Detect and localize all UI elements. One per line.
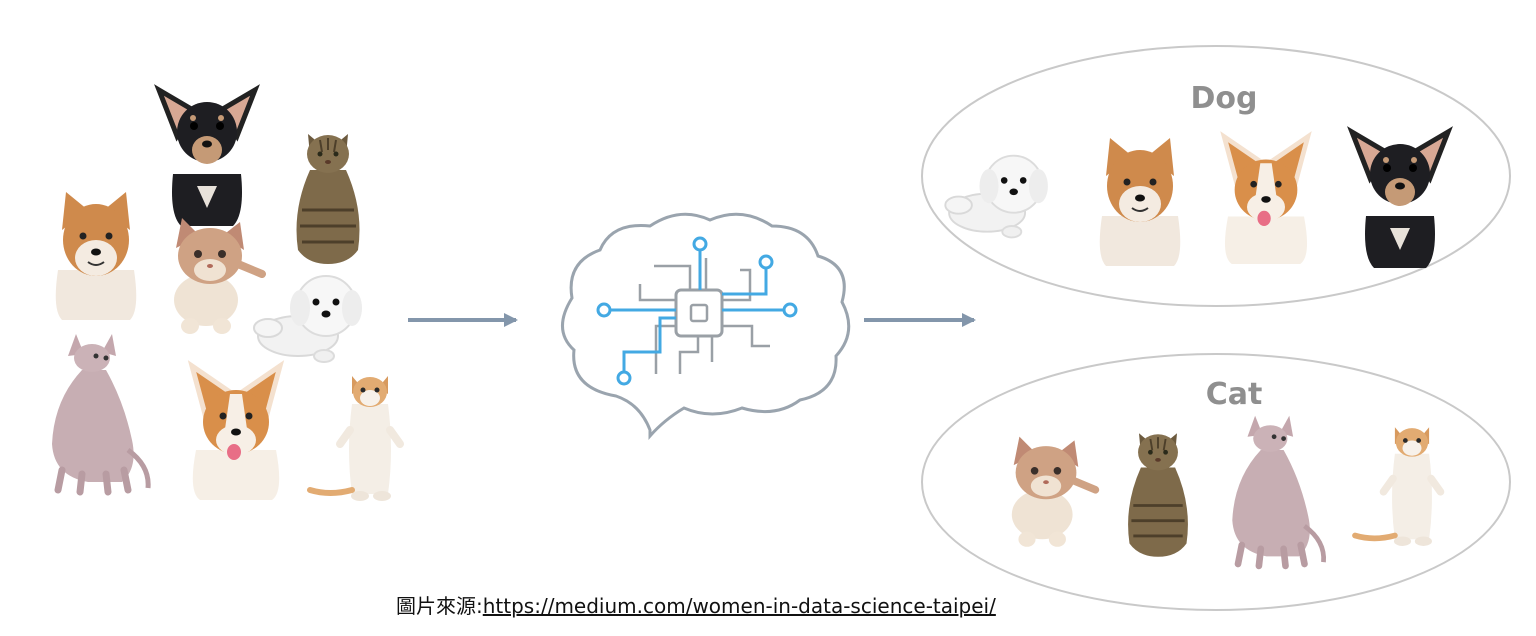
sphynx-cat-image: [1232, 416, 1323, 566]
source-link[interactable]: https://medium.com/women-in-data-science…: [482, 594, 996, 618]
tan-kitten-image: [174, 218, 262, 334]
chihuahua-image: [159, 90, 255, 226]
dog-cluster-label: Dog: [1191, 81, 1258, 116]
source-prefix: 圖片來源:: [396, 594, 483, 618]
maltese-dog-image: [253, 275, 363, 363]
tabby-cat-image: [1126, 431, 1190, 559]
orange-white-kitten-image: [1355, 427, 1441, 546]
orange-white-kitten-image: [310, 376, 400, 501]
chihuahua-image: [1352, 132, 1448, 268]
shiba-inu-image: [54, 191, 138, 321]
tabby-cat-image: [295, 132, 361, 266]
input-animals: [52, 90, 400, 501]
cat-cluster-ellipse: [921, 353, 1511, 611]
image-source-caption: 圖片來源:https://medium.com/women-in-data-sc…: [396, 590, 996, 619]
corgi-image: [1224, 137, 1308, 264]
dog-cluster-ellipse: [921, 45, 1511, 307]
dog-cluster: Dog: [921, 45, 1511, 307]
shiba-inu-image: [1098, 137, 1182, 267]
maltese-dog-image: [944, 154, 1049, 239]
sphynx-cat-image: [52, 334, 148, 492]
corgi-image: [192, 366, 280, 500]
ai-brain-icon: [561, 212, 851, 440]
cat-cluster-label: Cat: [1206, 377, 1263, 412]
tan-kitten-image: [1012, 437, 1096, 547]
cat-cluster: Cat: [921, 353, 1511, 611]
